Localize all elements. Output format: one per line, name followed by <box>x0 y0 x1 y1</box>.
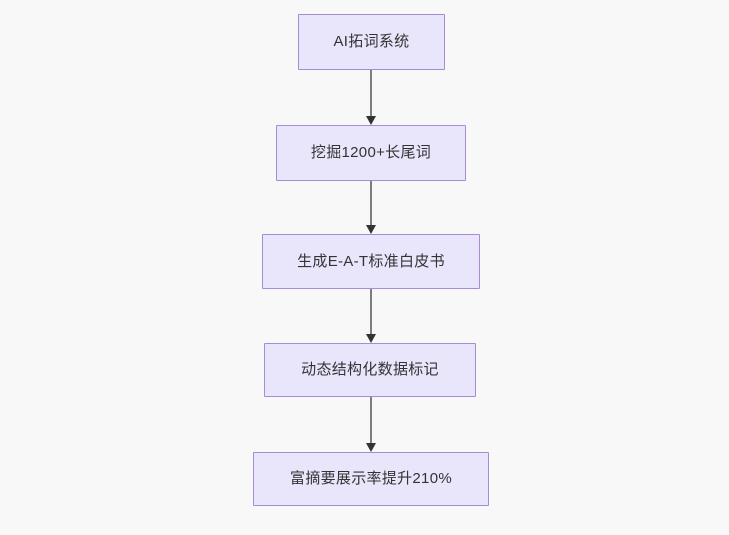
flow-node-label: 动态结构化数据标记 <box>301 361 439 378</box>
arrowhead-icon <box>365 443 376 452</box>
flow-node-label: 挖掘1200+长尾词 <box>310 144 432 161</box>
flow-node-mine-longtail-keywords[interactable]: 挖掘1200+长尾词 <box>276 125 466 181</box>
connector-line <box>369 289 373 335</box>
arrowhead-icon <box>365 225 376 234</box>
flow-node-label: 富摘要展示率提升210% <box>290 470 452 487</box>
connector-line <box>369 181 373 226</box>
flow-node-dynamic-structured-data-markup[interactable]: 动态结构化数据标记 <box>264 343 476 397</box>
flow-node-rich-snippet-impression-lift[interactable]: 富摘要展示率提升210% <box>253 452 489 506</box>
flow-node-label: AI拓词系统 <box>333 33 410 50</box>
connector-line <box>369 397 373 444</box>
flow-node-generate-eat-whitepaper[interactable]: 生成E-A-T标准白皮书 <box>262 234 480 289</box>
arrowhead-icon <box>365 334 376 343</box>
connector-line <box>369 70 373 117</box>
flow-node-label: 生成E-A-T标准白皮书 <box>297 252 445 270</box>
arrowhead-icon <box>365 116 376 125</box>
flow-node-ai-keyword-system[interactable]: AI拓词系统 <box>298 14 445 70</box>
